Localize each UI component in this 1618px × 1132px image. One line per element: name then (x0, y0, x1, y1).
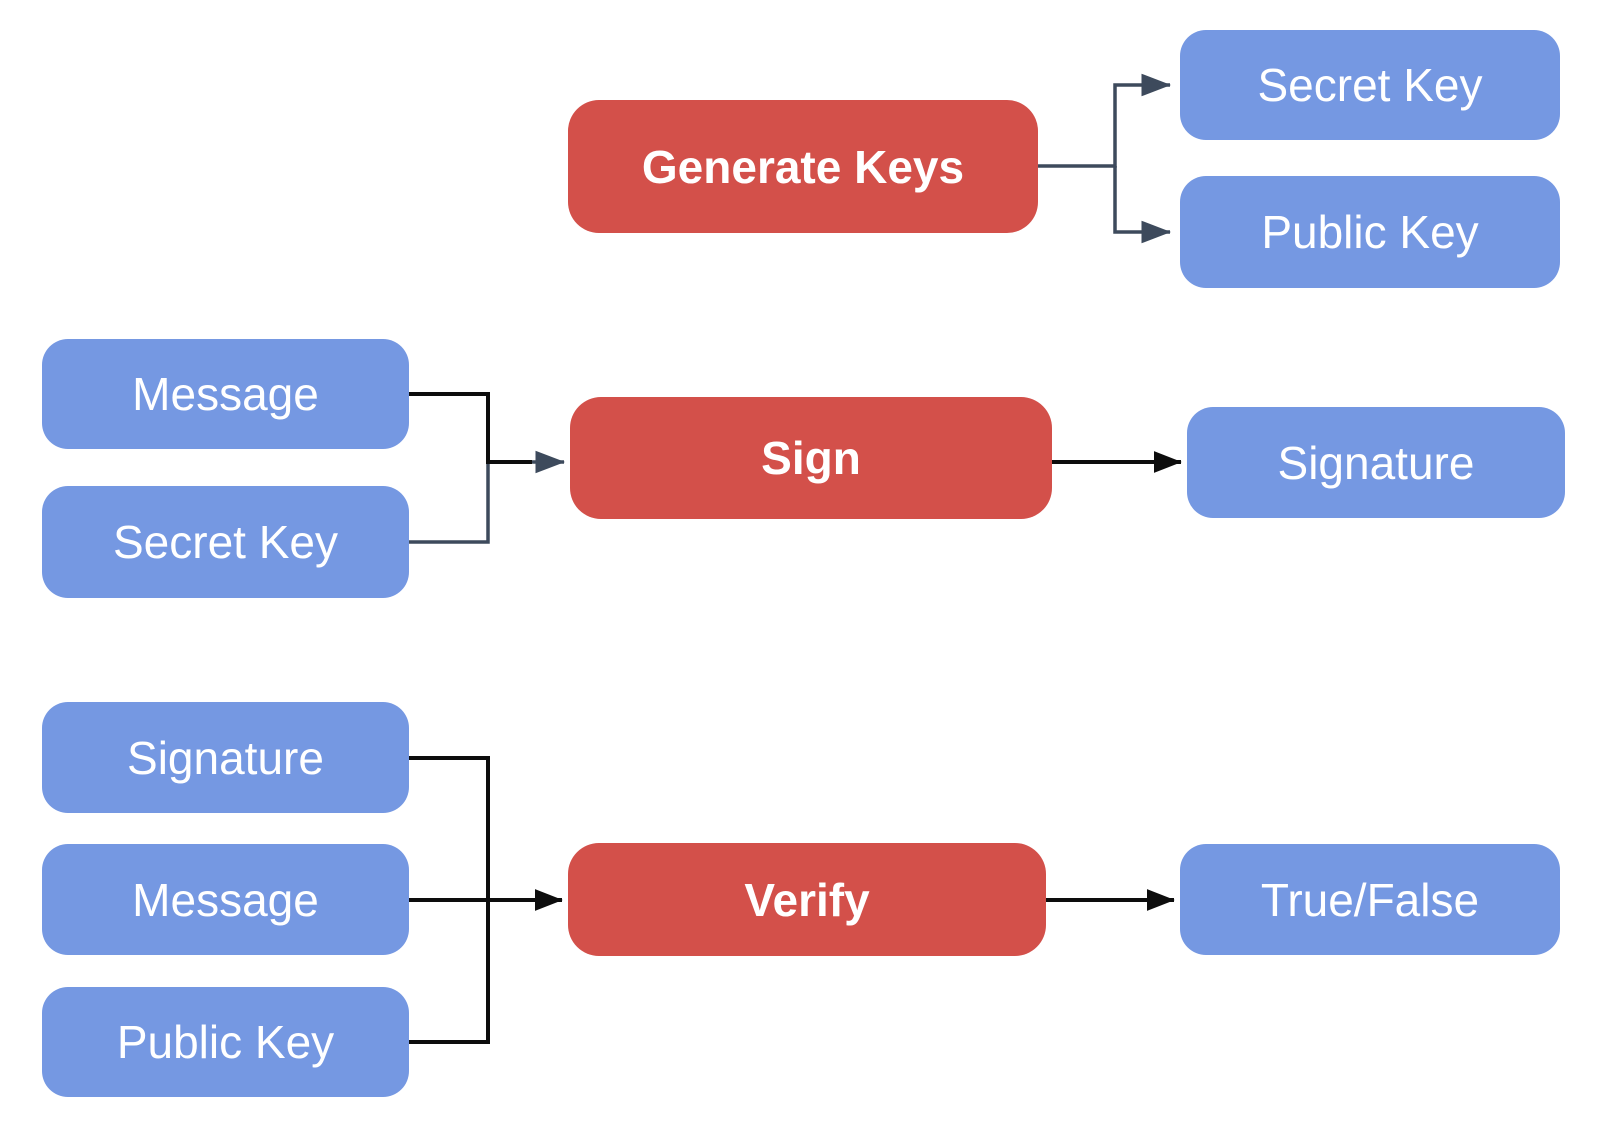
process-generate-keys: Generate Keys (568, 100, 1038, 233)
input-message-verify: Message (42, 844, 409, 955)
output-public-key: Public Key (1180, 176, 1560, 288)
process-verify: Verify (568, 843, 1046, 956)
output-true-false: True/False (1180, 844, 1560, 955)
output-secret-key: Secret Key (1180, 30, 1560, 140)
connector-secret-key-to-sign (409, 450, 566, 544)
input-secret-key-sign: Secret Key (42, 486, 409, 598)
connector-message-to-sign (409, 392, 532, 464)
input-message-sign: Message (42, 339, 409, 449)
input-signature-verify: Signature (42, 702, 409, 813)
input-public-key-verify: Public Key (42, 987, 409, 1097)
process-sign: Sign (570, 397, 1052, 519)
connector-generate-to-secret-key (1038, 73, 1172, 168)
connector-generate-to-public-key (1113, 166, 1172, 244)
output-signature: Signature (1187, 407, 1565, 518)
